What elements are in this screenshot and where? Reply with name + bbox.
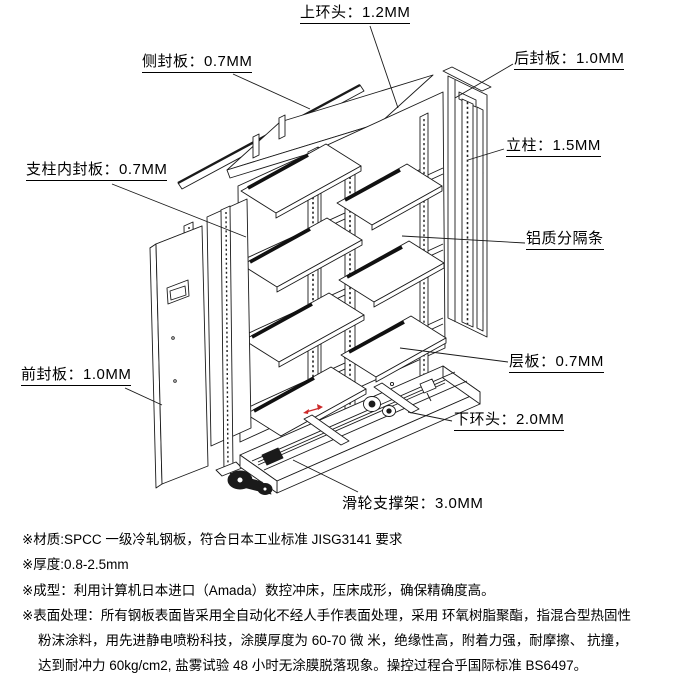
- leader-roller: [292, 459, 359, 493]
- roller-support-part: [227, 396, 396, 495]
- label-column: 立柱：1.5MM: [506, 137, 601, 157]
- label-front-seal: 前封板：1.0MM: [21, 366, 132, 386]
- bottom-ring-frame-part: [239, 365, 481, 494]
- leader-rear-seal: [454, 63, 514, 99]
- spec-text-block: ※材质:SPCC 一级冷轧钢板，符合日本工业标准 JISG3141 要求 ※厚度…: [22, 527, 690, 679]
- spec-line-forming: ※成型：利用计算机日本进口（Amada）数控冲床，压床成形，确保精确度高。: [22, 582, 495, 598]
- leader-side-seal: [232, 73, 311, 110]
- leader-front-seal: [124, 387, 163, 406]
- spec-line-surface-2: 粉沫涂料，用先进静电喷粉科技，涂膜厚度为 60-70 微 米，绝缘性高，附着力强…: [38, 633, 628, 649]
- top-ring-part: [226, 74, 434, 179]
- label-roller: 滑轮支撑架：3.0MM: [342, 495, 484, 512]
- aluminium-divider-strips-part: [247, 153, 405, 413]
- spec-line-material: ※材质:SPCC 一级冷轧钢板，符合日本工业标准 JISG3141 要求: [22, 532, 403, 547]
- leader-shelf: [399, 347, 509, 363]
- leader-divider: [401, 235, 526, 244]
- red-dimension-mark: [303, 404, 323, 414]
- label-side-seal: 侧封板：0.7MM: [142, 53, 253, 73]
- leader-column: [467, 148, 505, 161]
- label-top-ring: 上环头：1.2MM: [300, 4, 411, 24]
- label-bottom-ring: 下环头：2.0MM: [454, 411, 565, 431]
- front-seal-panel-part: [149, 225, 209, 489]
- leader-lines: [111, 25, 526, 493]
- leader-top-ring: [369, 25, 399, 109]
- spec-line-thickness: ※厚度:0.8-2.5mm: [22, 557, 129, 573]
- label-inner-seal: 支柱内封板：0.7MM: [26, 161, 168, 181]
- shelves-part: [240, 143, 447, 442]
- leader-inner-seal: [111, 183, 247, 238]
- label-rear-seal: 后封板：1.0MM: [514, 50, 625, 70]
- label-divider: 铝质分隔条: [526, 230, 604, 250]
- upright-column-part: [458, 91, 484, 332]
- spec-line-surface-3: 达到耐冲力 60kg/cm2, 盐雾试验 48 小时无涂膜脱落现象。操控过程合乎…: [38, 658, 588, 674]
- leader-bottom-ring: [407, 411, 453, 422]
- spec-line-surface-1: ※表面处理：所有钢板表面皆采用全自动化不经人手作表面处理，采用 环氧树脂聚酯，指…: [22, 607, 632, 623]
- label-shelf: 层板：0.7MM: [509, 353, 604, 373]
